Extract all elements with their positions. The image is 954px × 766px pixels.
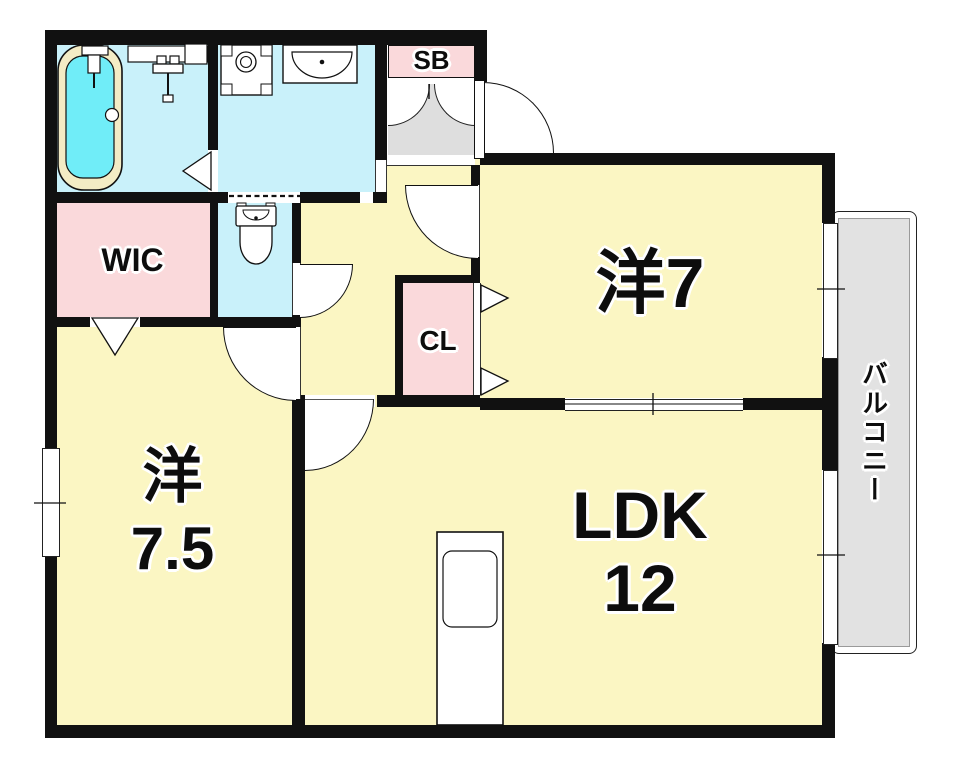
shower-mixer (152, 55, 184, 103)
wic-room (57, 203, 210, 317)
western7-room (480, 165, 822, 398)
western75-room (57, 327, 292, 725)
wall-western7-west-b (471, 257, 480, 279)
closet-room (403, 283, 473, 395)
shoebox-label: SB (413, 45, 450, 75)
bath-counter (127, 43, 209, 65)
slider-western7-ldk (565, 399, 743, 411)
western75-label: 洋 7.5 (95, 430, 250, 595)
wall-bottom (45, 725, 835, 738)
balcony-label: バルコニー (858, 360, 889, 505)
slider-washroom-dashed (228, 192, 300, 203)
western75-label-line2: 7.5 (130, 514, 215, 582)
wall-south-c (373, 192, 387, 203)
wall-south-a (45, 192, 228, 203)
wall-wic-south-a (45, 317, 90, 327)
closet-folding-door-bottom (480, 366, 510, 397)
toilet (235, 202, 277, 265)
wall-wic-south-b (140, 317, 300, 327)
ldk-label: LDK 12 (535, 472, 745, 632)
wall-south-b (300, 192, 360, 203)
washer-pan (220, 44, 273, 96)
closet-label: CL (419, 325, 457, 356)
wic-folding-door (90, 317, 140, 357)
bath-folding-door (181, 150, 212, 192)
wall-right-1 (822, 153, 835, 223)
wall-washroom-east (375, 30, 387, 160)
ldk-label-line1: LDK (572, 478, 708, 553)
ldk-room (305, 407, 822, 725)
kitchen-counter (436, 531, 504, 726)
wall-western7-west-a (471, 165, 480, 185)
entry-step (387, 155, 475, 166)
wall-left-lower (45, 555, 57, 738)
door-opening-washroom (375, 160, 387, 192)
window-ldk-balcony (823, 470, 838, 645)
wall-western7-south-a (480, 398, 565, 410)
western7-label: 洋7 (595, 243, 705, 322)
balcony-deck: バルコニー (838, 218, 910, 647)
wall-bath-divider (208, 30, 218, 150)
wall-right-2 (822, 357, 838, 470)
wall-west75-ldk (292, 395, 305, 725)
door-opening-closet (473, 283, 481, 395)
window-western7-balcony (823, 223, 838, 359)
bathtub (57, 44, 123, 191)
wall-western7-top (480, 153, 835, 165)
wall-left-upper (45, 30, 57, 448)
wic-label: WIC (101, 241, 164, 278)
wall-closet-west (395, 275, 403, 399)
gap-washroom-corner (360, 192, 373, 203)
wall-right-3 (822, 643, 835, 738)
entry-door-leaf (474, 80, 485, 159)
closet-folding-door-top (480, 283, 510, 314)
washbasin (282, 44, 358, 84)
wall-entry-east (474, 30, 487, 82)
ldk-label-line2: 12 (603, 551, 677, 625)
western75-label-line1: 洋 (142, 442, 203, 510)
wall-closet-north (395, 275, 480, 283)
wall-western7-south-b (743, 398, 838, 410)
wall-toilet-east-a (292, 203, 301, 263)
wall-wic-toilet (210, 203, 218, 317)
